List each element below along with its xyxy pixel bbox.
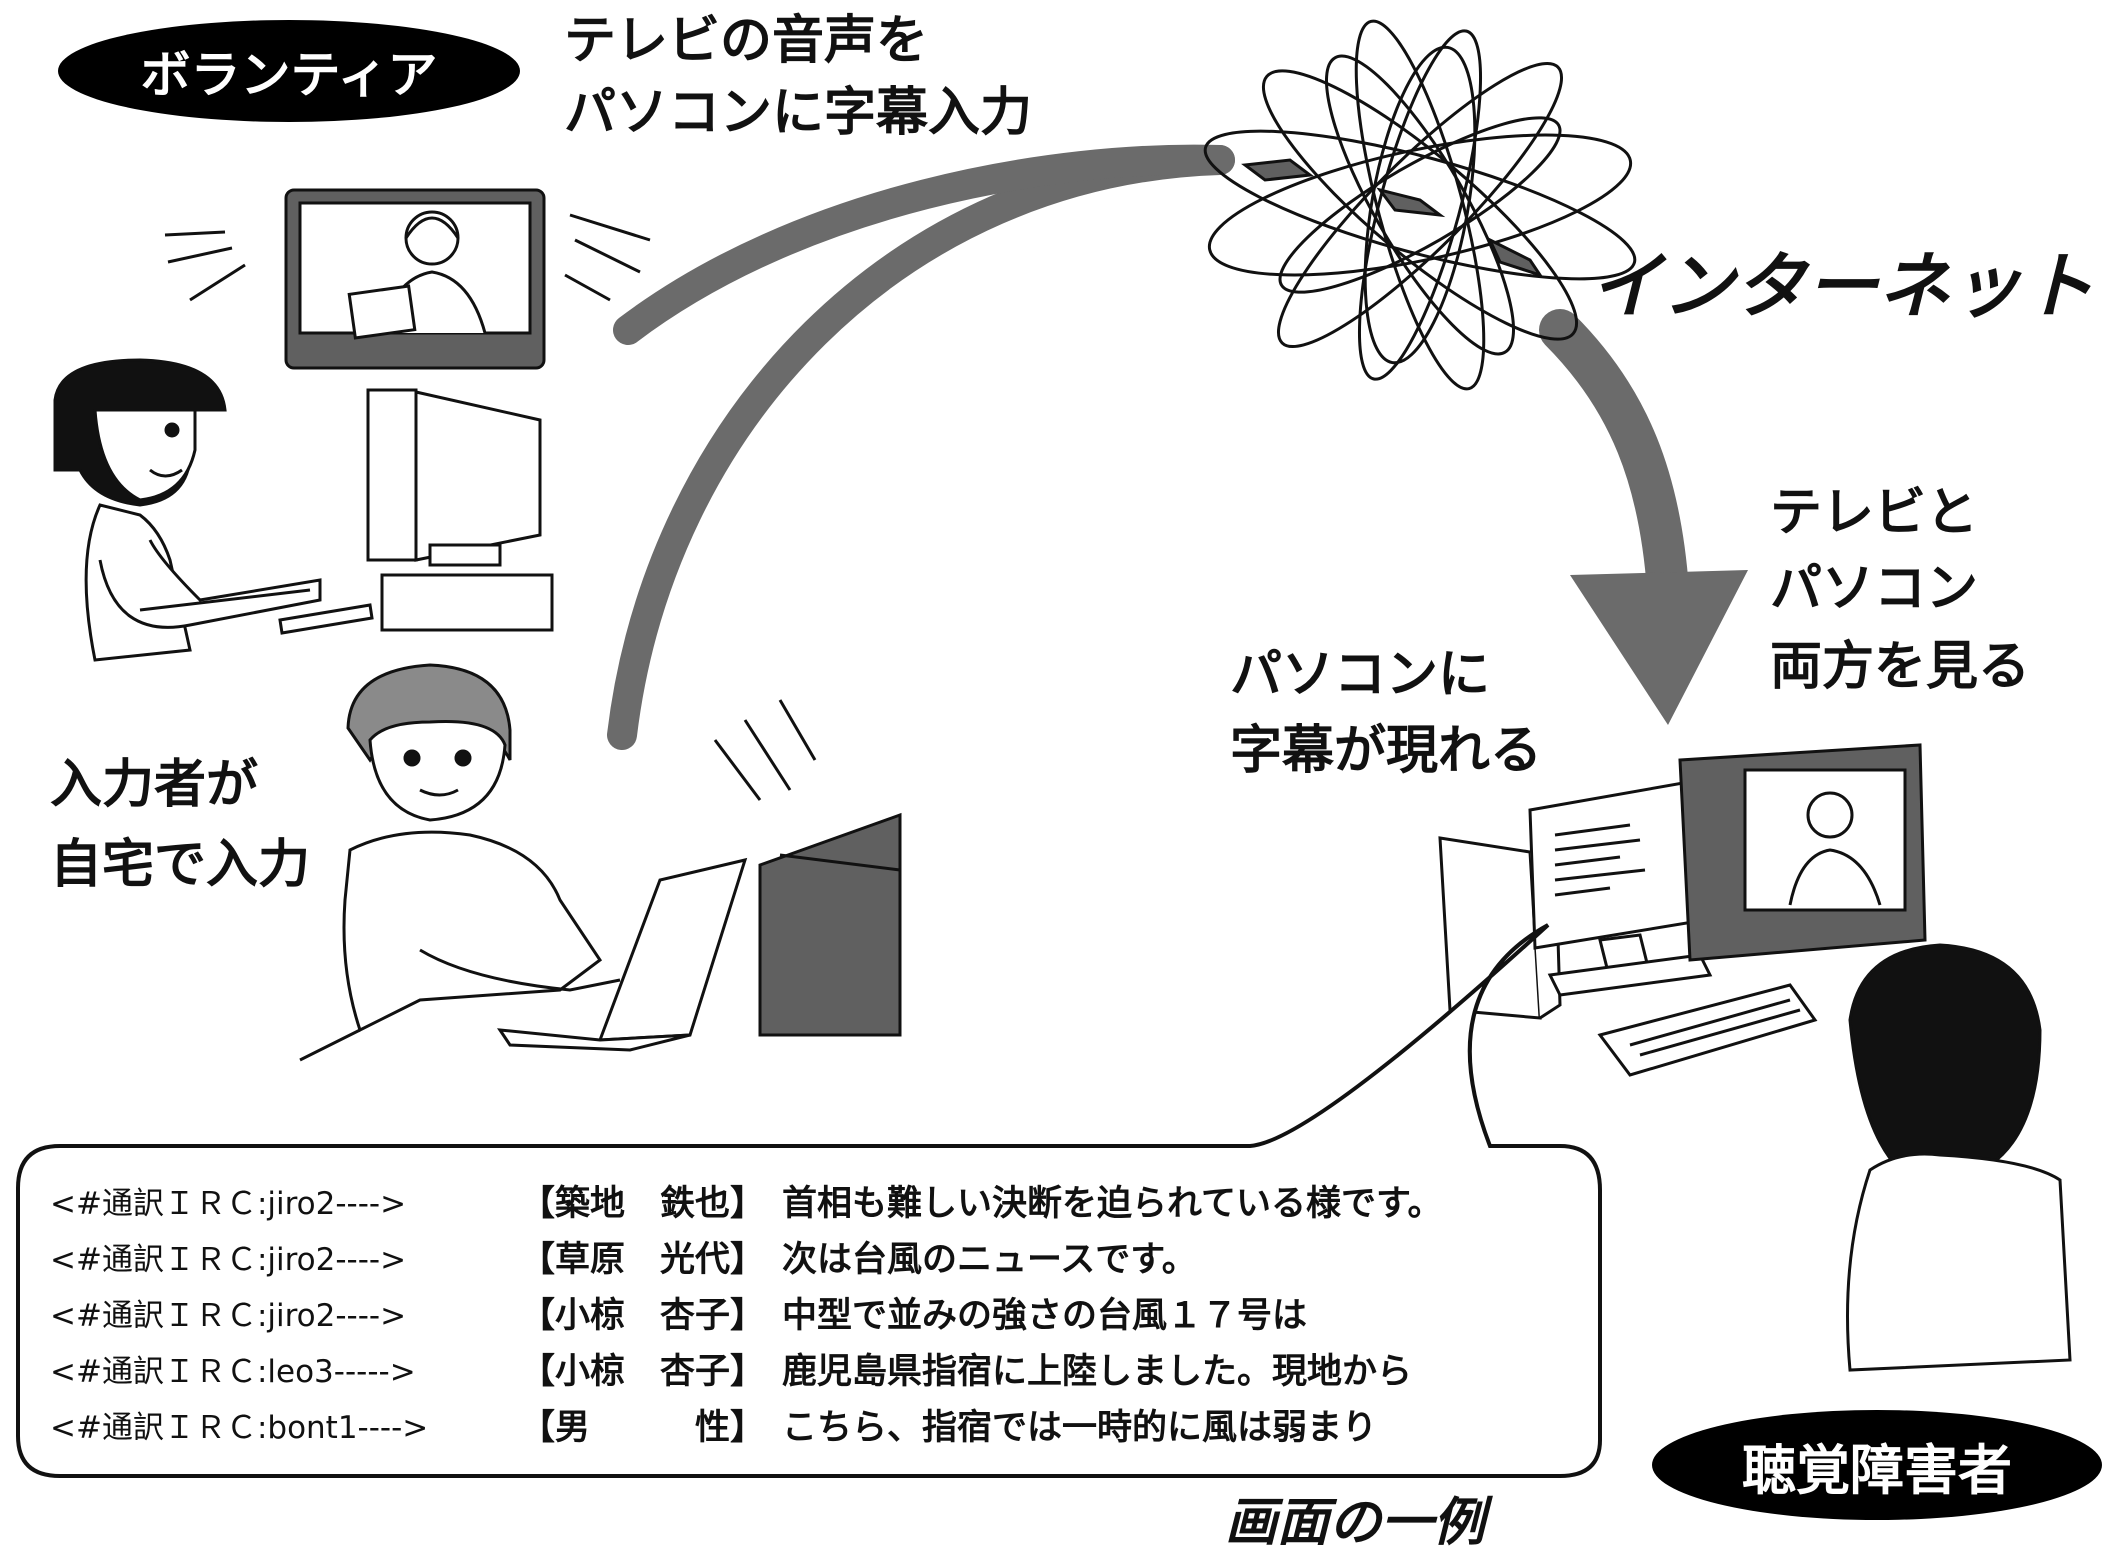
pc-subtitle-line-2: 字幕が現れる xyxy=(1230,721,1543,781)
chat-log: <#通訳ＩＲＣ:jiro2----> 【築地 鉄也】 首相も難しい決断を迫られて… xyxy=(50,1172,1442,1452)
laptop-icon xyxy=(496,699,902,1052)
log-speaker: 【小椋 杏子】 xyxy=(520,1351,766,1392)
deaf-viewer xyxy=(1846,943,2072,1372)
log-message: 中型で並みの強さの台風１７号は xyxy=(782,1295,1308,1336)
list-item: <#通訳ＩＲＣ:leo3-----> 【小椋 杏子】 鹿児島県指宿に上陸しました… xyxy=(50,1340,1442,1396)
log-speaker: 【男 性】 xyxy=(520,1407,766,1448)
arrow-internet-to-viewer xyxy=(1539,309,1689,611)
internet-globe-icon xyxy=(1203,19,1637,391)
log-source: <#通訳ＩＲＣ:jiro2----> xyxy=(50,1241,407,1278)
log-message: 鹿児島県指宿に上陸しました。現地から xyxy=(782,1351,1413,1392)
input-person-man xyxy=(299,663,621,1062)
list-item: <#通訳ＩＲＣ:jiro2----> 【草原 光代】 次は台風のニュースです。 xyxy=(50,1228,1442,1284)
log-message: 首相も難しい決断を迫られている様です。 xyxy=(782,1183,1443,1224)
desktop-monitor-icon xyxy=(278,388,554,635)
tv-caption-line-2: パソコンに字幕入力 xyxy=(564,83,1033,143)
viewer-desktop xyxy=(1438,778,1713,1020)
list-item: <#通訳ＩＲＣ:jiro2----> 【築地 鉄也】 首相も難しい決断を迫られて… xyxy=(50,1172,1442,1228)
television-icon-viewer xyxy=(1678,743,1927,962)
volunteer-label: ボランティア xyxy=(140,46,438,104)
pc-subtitle-line-1: パソコンに xyxy=(1230,645,1491,705)
log-speaker: 【小椋 杏子】 xyxy=(520,1295,766,1336)
tv-caption-line-1: テレビの音声を xyxy=(564,11,929,71)
arrow-volunteer-to-internet xyxy=(613,144,1235,345)
log-source: <#通訳ＩＲＣ:leo3-----> xyxy=(50,1353,416,1390)
television-icon xyxy=(284,188,546,370)
volunteer-woman xyxy=(53,358,322,662)
list-item: <#通訳ＩＲＣ:bont1----> 【男 性】 こちら、指宿では一時的に風は弱… xyxy=(50,1396,1442,1452)
arrowhead-down xyxy=(1570,570,1748,725)
list-item: <#通訳ＩＲＣ:jiro2----> 【小椋 杏子】 中型で並みの強さの台風１７… xyxy=(50,1284,1442,1340)
screen-bubble xyxy=(16,923,1602,1478)
both-line-1: テレビと xyxy=(1770,483,1979,543)
keyboard-icon xyxy=(1597,983,1818,1077)
screen-example-caption: 画面の一例 xyxy=(1225,1493,1486,1553)
deaf-badge: 聴覚障害者 xyxy=(1652,1410,2102,1520)
log-speaker: 【築地 鉄也】 xyxy=(520,1183,766,1224)
input-line-2: 自宅で入力 xyxy=(50,835,311,895)
internet-label: インターネット xyxy=(1590,244,2095,328)
log-source: <#通訳ＩＲＣ:bont1----> xyxy=(50,1409,429,1446)
both-line-2: パソコン xyxy=(1770,559,1979,619)
log-source: <#通訳ＩＲＣ:jiro2----> xyxy=(50,1185,407,1222)
log-message: 次は台風のニュースです。 xyxy=(782,1239,1197,1280)
log-source: <#通訳ＩＲＣ:jiro2----> xyxy=(50,1297,407,1334)
log-message: こちら、指宿では一時的に風は弱まり xyxy=(782,1407,1378,1448)
tv-sound-lines xyxy=(164,213,651,302)
arrow-input-to-internet xyxy=(607,145,1235,750)
both-line-3: 両方を見る xyxy=(1770,637,2031,697)
deaf-label: 聴覚障害者 xyxy=(1742,1438,2012,1502)
volunteer-badge: ボランティア xyxy=(58,20,520,122)
input-line-1: 入力者が xyxy=(50,755,259,815)
log-speaker: 【草原 光代】 xyxy=(520,1239,766,1280)
